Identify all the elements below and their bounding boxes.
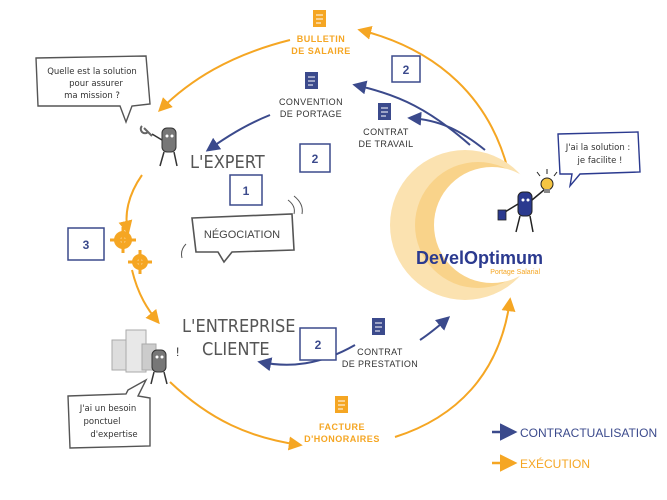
step-number: 2 (312, 152, 319, 166)
developtimum-bubble: J'ai la solution : je facilite ! (557, 131, 641, 189)
document-icon (335, 396, 348, 413)
arrow-developtimum-to-bulletin (357, 25, 509, 171)
step-number: 3 (83, 238, 90, 252)
expert-label: L'EXPERT (190, 152, 265, 173)
contrat-travail-label-line1: CONTRAT (363, 127, 409, 137)
arrow-gears-to-client (131, 269, 160, 325)
facture-label-line2: D'HONORAIRES (304, 434, 380, 444)
developtimum-character (497, 189, 545, 233)
client-bubble-line3: d'expertise (90, 430, 137, 440)
developtimum-logo: DevelOptimum Portage Salarial (390, 150, 550, 300)
step-box-prestation: 2 (299, 327, 337, 361)
svg-text:!: ! (176, 345, 179, 359)
arrow-facture-to-developtimum (394, 297, 516, 438)
expert-question-line2: pour assurer (69, 79, 123, 89)
arrow-expert-to-gears (118, 174, 143, 235)
convention-label-line2: DE PORTAGE (280, 109, 342, 119)
legend: CONTRACTUALISATION EXÉCUTION (492, 423, 657, 472)
document-icon (372, 318, 385, 335)
step-box-gears: 3 (67, 227, 105, 261)
step-box-expert: 2 (299, 143, 331, 173)
bulletin-label-line1: BULLETIN (297, 34, 346, 44)
wrench-icon (139, 125, 153, 137)
step-box-negotiation: 1 (229, 174, 263, 206)
document-icon (305, 72, 318, 89)
execution-cycle (118, 25, 516, 451)
convention-label-line1: CONVENTION (279, 97, 343, 107)
step-number: 2 (315, 338, 322, 352)
client-bubble: J'ai un besoin ponctuel d'expertise (67, 378, 151, 449)
facture-label-line1: FACTURE (319, 422, 365, 432)
contrat-prestation-label-line1: CONTRAT (357, 347, 403, 357)
lightbulb-icon (536, 169, 558, 193)
step-number: 1 (243, 184, 250, 198)
client-buildings-icon (111, 329, 157, 373)
expert-question-line3: ma mission ? (64, 91, 120, 101)
gears-icon (110, 227, 152, 274)
arrow-dev-to-contrat-travail (407, 111, 486, 151)
developtimum-bubble-line1: J'ai la solution : (565, 143, 631, 153)
expert-question-bubble: Quelle est la solution pour assurer ma m… (35, 55, 151, 124)
arrow-convention-to-expert (205, 114, 271, 152)
arrow-dev-to-convention (352, 80, 471, 146)
client-label-line2: CLIENTE (202, 339, 270, 360)
client-character: ! (150, 345, 179, 385)
client-bubble-line2: ponctuel (84, 417, 121, 427)
step-box-top-right: 2 (391, 55, 421, 83)
arrow-dev-to-client (257, 344, 356, 372)
negotiation-label: NÉGOCIATION (204, 228, 280, 241)
arrow-bulletin-to-expert (158, 39, 291, 112)
negotiation-bubble: NÉGOCIATION (181, 195, 303, 264)
expert-character (151, 127, 178, 167)
arrow-client-to-facture (169, 381, 303, 451)
contract-arrows (205, 80, 486, 372)
contrat-prestation-label-line2: DE PRESTATION (342, 359, 418, 369)
document-icon (378, 103, 391, 120)
client-label-line1: L'ENTREPRISE (182, 316, 295, 337)
bulletin-label-line2: DE SALAIRE (291, 46, 351, 56)
contrat-travail-label-line2: DE TRAVAIL (358, 139, 413, 149)
legend-execution-label: EXÉCUTION (520, 456, 590, 471)
brand-name: DevelOptimum (416, 248, 543, 268)
client-bubble-line1: J'ai un besoin (79, 404, 137, 414)
brand-tagline: Portage Salarial (490, 269, 540, 276)
step-number: 2 (403, 63, 410, 77)
expert-question-line1: Quelle est la solution (47, 67, 137, 77)
document-icon (313, 10, 326, 27)
legend-contract-label: CONTRACTUALISATION (520, 426, 657, 440)
arrow-prestation-to-dev (419, 316, 451, 341)
developtimum-bubble-line2: je facilite ! (577, 156, 623, 166)
